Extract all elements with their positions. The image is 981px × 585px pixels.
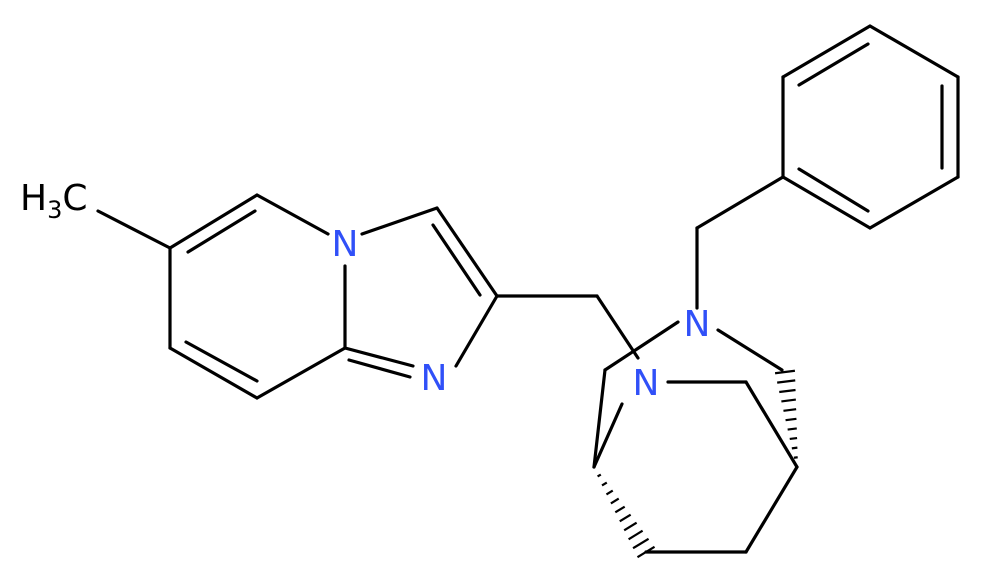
atom-n-benzyl: N <box>684 304 711 345</box>
imidazole-bond-2 <box>435 206 499 298</box>
methyl-label: H3C <box>20 178 88 224</box>
hashed-wedge-left <box>592 465 656 559</box>
cage-bond-7 <box>744 465 799 554</box>
cage-bond-3 <box>592 368 607 469</box>
imidazole-bond-3 <box>454 294 499 368</box>
pyridine-bond-4-inner <box>184 340 259 383</box>
methyl-subscript: 3 <box>47 196 62 224</box>
cage-bond-1 <box>603 320 680 372</box>
methyl-bond <box>96 209 172 250</box>
benzyl-bond <box>695 175 785 230</box>
phenyl-bond-5 <box>868 175 960 230</box>
phenyl-bond-6-inner <box>797 167 870 213</box>
pyridine-bond-2 <box>255 193 330 236</box>
phenyl-bond-2 <box>781 24 872 79</box>
phenyl-bond-3 <box>868 24 960 79</box>
atom-n-imine: N <box>421 358 448 399</box>
cage-bond-2 <box>716 328 784 372</box>
cage-bond-6 <box>744 380 799 469</box>
methyl-c: C <box>62 178 87 219</box>
imidazole-bond-1 <box>360 206 439 236</box>
imidazole-bond-2-inner <box>431 223 482 297</box>
hashed-wedge-right <box>774 369 799 469</box>
linker-bond-2 <box>595 294 640 360</box>
methyl-h: H <box>20 178 47 219</box>
cage-bond-4 <box>592 402 624 469</box>
atom-n-bridgehead: N <box>332 224 359 265</box>
pyridine-bond-1 <box>168 193 259 250</box>
phenyl-bond-2-inner <box>797 42 870 87</box>
pyridine-bond-1-inner <box>186 209 257 254</box>
imidazole-bond-4-inner <box>347 358 412 379</box>
pyridine-bond-4 <box>168 346 259 400</box>
pyridine-bond-5 <box>255 346 347 400</box>
phenyl-bond-6 <box>781 175 872 230</box>
imidazole-bond-4 <box>343 346 415 368</box>
atom-n-bicyclic: N <box>633 363 660 404</box>
